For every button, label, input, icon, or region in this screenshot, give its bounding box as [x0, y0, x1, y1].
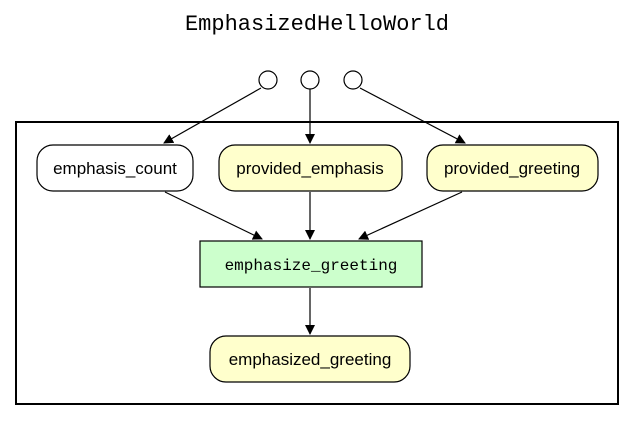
node-provided-greeting-label: provided_greeting	[444, 159, 580, 178]
edge-emphasis-count-to-step	[164, 191, 263, 240]
node-provided-emphasis-box	[218, 144, 403, 192]
node-provided-emphasis-label: provided_emphasis	[236, 159, 383, 178]
node-emphasized-greeting-box	[209, 335, 411, 383]
node-provided-greeting-box	[426, 144, 599, 192]
edge-provided-greeting-to-step	[358, 191, 463, 240]
input-port-circle-3	[343, 70, 363, 90]
node-emphasis-count[interactable]: emphasis_count	[36, 144, 194, 192]
node-provided-greeting[interactable]: provided_greeting	[426, 144, 599, 192]
node-emphasized-greeting-label: emphasized_greeting	[229, 350, 392, 369]
input-port-circle-2	[300, 70, 320, 90]
node-emphasis-count-label: emphasis_count	[53, 159, 177, 178]
node-emphasize-greeting[interactable]: emphasize_greeting	[199, 240, 423, 288]
node-emphasized-greeting[interactable]: emphasized_greeting	[209, 335, 411, 383]
node-emphasis-count-box	[36, 144, 194, 192]
node-provided-emphasis[interactable]: provided_emphasis	[218, 144, 403, 192]
node-emphasize-greeting-label: emphasize_greeting	[225, 257, 398, 275]
workflow-container	[15, 121, 619, 405]
edge-port1-to-emphasis-count	[163, 87, 262, 144]
diagram-title: EmphasizedHelloWorld	[185, 12, 449, 37]
input-port-circle-1	[258, 70, 278, 90]
edge-port3-to-provided-greeting	[359, 87, 466, 144]
node-emphasize-greeting-box	[199, 240, 423, 288]
